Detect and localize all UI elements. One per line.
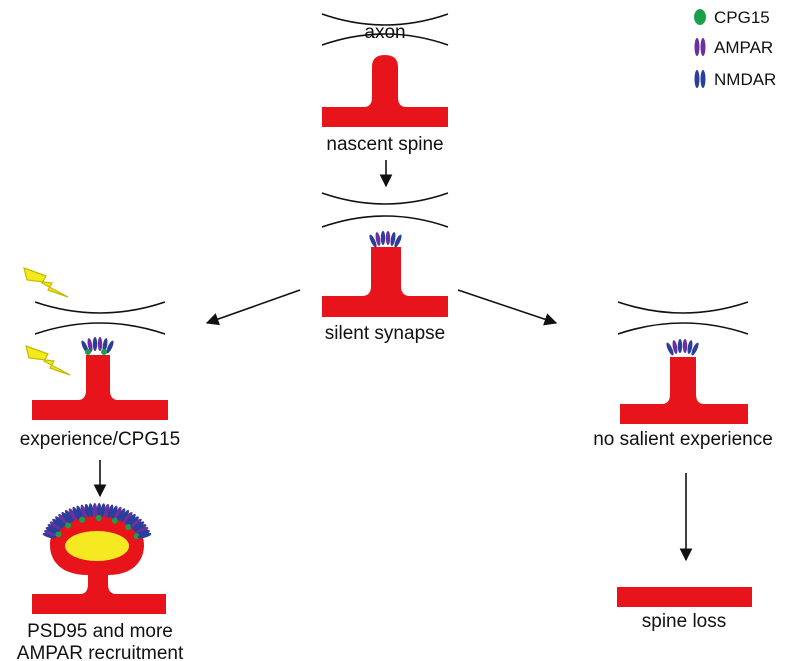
- nmdar-receptor: [107, 504, 114, 519]
- nmdar-receptor: [72, 506, 80, 520]
- no-experience-label: no salient experience: [593, 429, 773, 450]
- nmdar-receptor: [111, 505, 118, 519]
- nmdar-receptor: [137, 532, 152, 539]
- nmdar-receptor: [84, 503, 90, 518]
- cpg15-legend-icon: [694, 9, 706, 25]
- legend-label-nmdar: NMDAR: [714, 70, 776, 89]
- experience-receptor-cluster: [81, 337, 114, 355]
- nmdar-receptor: [55, 516, 66, 527]
- nmdar-receptor: [61, 511, 71, 524]
- nmdar-receptor: [133, 524, 147, 532]
- nascent-spine-label: nascent spine: [326, 134, 443, 155]
- mature-spine-shape: [32, 514, 166, 614]
- arrow-to-experience: [205, 289, 301, 326]
- spine-loss-shaft: [617, 587, 752, 607]
- silent-membrane-bottom: [321, 215, 449, 228]
- nmdar-legend-icon: [694, 70, 706, 88]
- nmdar-receptor: [117, 508, 126, 521]
- ampar-receptor: [92, 503, 98, 517]
- experience-membrane-bottom: [34, 322, 166, 335]
- experience-membrane-top: [34, 301, 166, 314]
- nmdar-receptor: [47, 524, 61, 532]
- cpg15-molecule: [55, 531, 62, 538]
- nascent-spine-stage: axon nascent spine: [321, 13, 449, 155]
- spine-loss-stage: spine loss: [617, 587, 752, 632]
- silent-membrane-top: [321, 192, 449, 205]
- ampar-receptor: [58, 514, 69, 525]
- nmdar-receptor: [100, 503, 106, 518]
- psd95-density: [65, 531, 129, 561]
- ampar-receptor: [80, 504, 87, 519]
- ampar-receptor: [130, 518, 142, 528]
- mature-label-line2: AMPAR recruitment: [17, 643, 184, 661]
- legend: CPG15 AMPAR NMDAR: [694, 8, 776, 89]
- legend-label-ampar: AMPAR: [714, 38, 773, 57]
- cpg15-molecule: [111, 517, 118, 524]
- nmdar-receptor: [96, 503, 102, 517]
- nmdar-receptor: [125, 514, 136, 525]
- ampar-legend-icon: [694, 38, 706, 56]
- ampar-receptor: [68, 508, 77, 521]
- no-experience-spine-shape: [620, 357, 748, 424]
- axon-membrane-top: [321, 13, 449, 26]
- nmdar-receptor: [64, 509, 74, 522]
- nmdar-receptor: [120, 509, 130, 522]
- no-experience-membrane-bottom: [617, 322, 749, 335]
- legend-label-cpg15: CPG15: [714, 8, 770, 27]
- silent-synapse-label: silent synapse: [325, 323, 445, 344]
- cpg15-molecule: [95, 515, 102, 521]
- axon-membrane-bottom: [321, 33, 449, 46]
- spine-loss-label: spine loss: [642, 611, 727, 632]
- axon-label: axon: [364, 22, 405, 43]
- no-experience-stage: no salient experience: [593, 301, 773, 450]
- nmdar-receptor: [42, 532, 57, 539]
- ampar-receptor: [135, 526, 149, 534]
- silent-synapse-stage: silent synapse: [321, 192, 449, 344]
- cpg15-molecule: [65, 522, 72, 529]
- lightning-bolt-icon: [25, 345, 71, 376]
- experience-label: experience/CPG15: [20, 429, 181, 450]
- ampar-receptor: [44, 529, 58, 536]
- nmdar-receptor: [132, 521, 145, 530]
- nascent-spine-shape: [322, 55, 448, 127]
- ampar-receptor: [114, 506, 122, 520]
- no-experience-membrane-top: [617, 301, 749, 314]
- mature-spine-stage: PSD95 and more AMPAR recruitment: [17, 503, 184, 661]
- ampar-receptor: [49, 521, 62, 530]
- nmdar-receptor: [88, 503, 94, 518]
- nmdar-receptor: [136, 529, 150, 536]
- cpg15-molecule: [79, 516, 86, 523]
- nmdar-receptor: [128, 516, 139, 527]
- experience-stage: experience/CPG15: [20, 267, 181, 450]
- cpg15-molecule: [125, 524, 132, 530]
- no-experience-receptor-cluster: [666, 339, 699, 356]
- arrow-to-no-experience: [457, 289, 558, 326]
- nmdar-receptor: [76, 505, 83, 519]
- nmdar-receptor: [52, 518, 64, 528]
- mature-receptor-cluster: [42, 503, 152, 540]
- nmdar-receptor: [45, 526, 59, 534]
- lightning-bolt-icon: [23, 267, 69, 298]
- mature-label-line1: PSD95 and more: [27, 621, 173, 642]
- ampar-receptor: [123, 511, 133, 524]
- silent-spine-shape: [322, 247, 448, 317]
- experience-spine-shape: [32, 355, 168, 420]
- silent-receptor-cluster: [369, 231, 402, 248]
